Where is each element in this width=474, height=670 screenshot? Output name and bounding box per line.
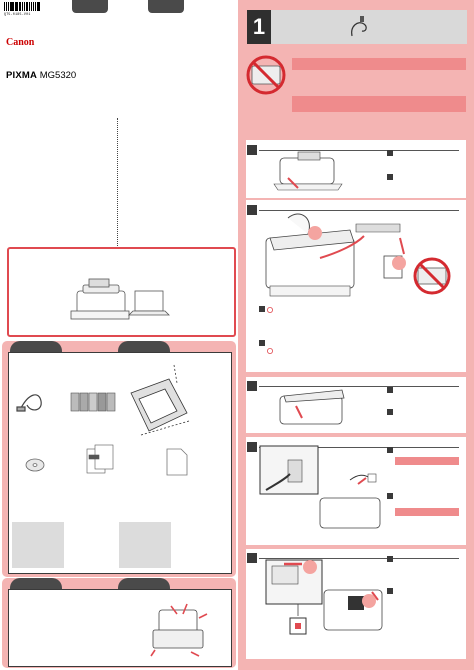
step-marker-4 [247,442,257,452]
no-symbol-icon [413,257,451,295]
barcode-bar [36,2,38,11]
remove-tape-illustration [150,603,208,657]
documents-icon [86,444,114,474]
brand-logo: Canon [6,37,35,48]
header-tab-left [72,0,108,13]
substep-marker-4b [387,493,393,499]
paper-sheet-icon [166,448,188,476]
barcode-bar [20,2,21,11]
step-marker-5 [247,553,257,563]
callout-circle-4 [362,594,376,608]
model-number: MG5320 [37,70,77,81]
barcode-number: QT5-0185-V01 [4,12,31,16]
barcode: QT5-0185-V01 [4,2,40,18]
barcode-bar [9,2,11,11]
step-divider-1 [259,150,459,151]
manual-booklet-icon [130,364,190,436]
barcode-bar [8,2,9,11]
contents-tab-right [118,341,170,353]
barcode-bar [11,2,14,11]
step-header-bar [247,10,467,44]
substep-marker-1b [387,174,393,180]
barcode-bar [4,2,5,11]
barcode-bar [38,2,40,11]
warning-banner-wide [292,96,466,112]
callout-circle-3 [303,560,317,574]
substep-marker-2b [259,340,265,346]
printer-open-tray-illustration [273,151,343,191]
barcode-bar [26,2,29,11]
step-divider-3 [259,386,459,387]
barcode-bar [5,2,8,11]
barcode-bar [14,2,16,11]
dotted-guide-line [117,118,118,248]
note-box-right [119,522,171,568]
setup-overview-frame [7,247,236,337]
substep-marker-4a [387,447,393,453]
remove-protective-material-illustration [265,213,405,297]
step-divider-5 [259,558,459,559]
ink-tanks-icon [70,392,116,412]
no-symbol-icon [246,55,286,95]
step-marker-1 [247,145,257,155]
substep-marker-1a [387,150,393,156]
barcode-bar [18,2,20,11]
usb-cable-icon [351,16,367,37]
header-tab-right [148,0,184,13]
warning-banner-top [292,58,466,70]
step-divider-2 [259,210,459,211]
callout-circle-2 [392,256,406,270]
note-box-left [12,522,64,568]
step-number-badge: 1 [247,10,271,44]
warning-icon [267,307,273,313]
barcode-bar [16,2,18,11]
step-divider-4 [259,447,459,448]
barcode-bar [29,2,30,11]
barcode-bar [22,2,24,11]
contents-illustrations [16,364,190,476]
barcode-bar [32,2,34,11]
substep-marker-5b [387,588,393,594]
barcode-bar [24,2,26,11]
barcode-bar [34,2,36,11]
step-marker-3 [247,381,257,391]
close-cover-illustration [279,389,345,425]
contents-tab-left [10,341,62,353]
barcode-bar [30,2,32,11]
bottom-tab-right [118,578,170,590]
substep-marker-3a [387,387,393,393]
laptop-icon [128,290,170,316]
warning-icon [267,348,273,354]
warning-strip-4a [395,457,459,465]
model-series: PIXMA [6,70,38,81]
substep-marker-5a [387,556,393,562]
cd-rom-icon [25,458,45,472]
warning-strip-4b [395,508,459,516]
substep-marker-2a [259,306,265,312]
model-name: PIXMA MG5320 [6,70,76,81]
printer-laptop-illustration [70,278,170,320]
bottom-tab-left [10,578,62,590]
bottom-box [8,589,232,667]
printer-icon [70,278,130,320]
callout-circle-1 [308,226,322,240]
substep-marker-3b [387,409,393,415]
usb-cable-icon [16,394,42,412]
connect-power-cord-illustration [259,445,381,529]
step-marker-2 [247,205,257,215]
